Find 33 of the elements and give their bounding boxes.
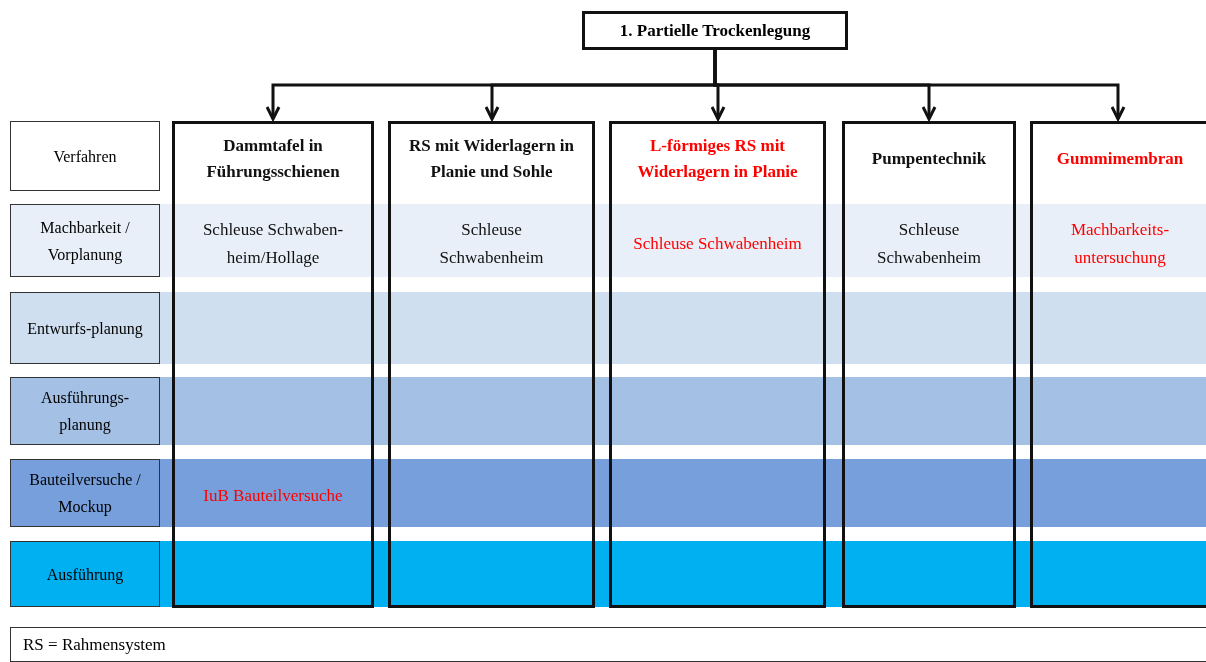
method-column-box — [842, 121, 1016, 608]
method-title: L-förmiges RS mit Widerlagern in Planie — [636, 135, 799, 183]
cell-text: Schleuse Schwabenheim — [633, 232, 802, 255]
cell-text: Schleuse Schwaben-heim/Hollage — [201, 218, 345, 269]
row-header-text: Ausführungs-planung — [40, 388, 130, 436]
arrow — [713, 50, 1126, 121]
cell-text: Schleuse Schwabenheim — [876, 218, 982, 269]
row-header-box — [10, 121, 160, 191]
method-column-box — [172, 121, 374, 608]
row-header-box — [10, 292, 160, 364]
box-title: 1. Partielle Trockenlegung — [619, 20, 811, 41]
method-column-box — [609, 121, 826, 608]
method-column-box — [388, 121, 595, 608]
cell-text: Schleuse Schwabenheim — [438, 218, 545, 269]
method-title: RS mit Widerlagern in Planie und Sohle — [407, 135, 576, 183]
process-box — [582, 11, 848, 50]
row-header-text: Bauteilversuche / Mockup — [28, 470, 142, 518]
row-header-box — [10, 541, 160, 607]
row-header-text: Ausführung — [46, 564, 124, 586]
method-title: Pumpentechnik — [871, 148, 987, 170]
row-header-text: Entwurfs-planung — [27, 318, 143, 340]
note-text: RS = Rahmensystem — [23, 634, 166, 655]
note-box — [10, 627, 1206, 662]
method-title: Dammtafel in Führungsschienen — [205, 135, 341, 183]
cell-text: IuB Bauteilversuche — [203, 485, 343, 507]
row-header-box — [10, 204, 160, 277]
row-header-box — [10, 459, 160, 527]
method-column-box — [1030, 121, 1206, 608]
row-header-text: Verfahren — [53, 146, 117, 167]
method-title: Gummimembran — [1056, 148, 1184, 170]
cell-text: Machbarkeits-untersuchung — [1069, 218, 1171, 269]
row-header-text: Machbarkeit / Vorplanung — [39, 217, 131, 266]
row-header-box — [10, 377, 160, 445]
